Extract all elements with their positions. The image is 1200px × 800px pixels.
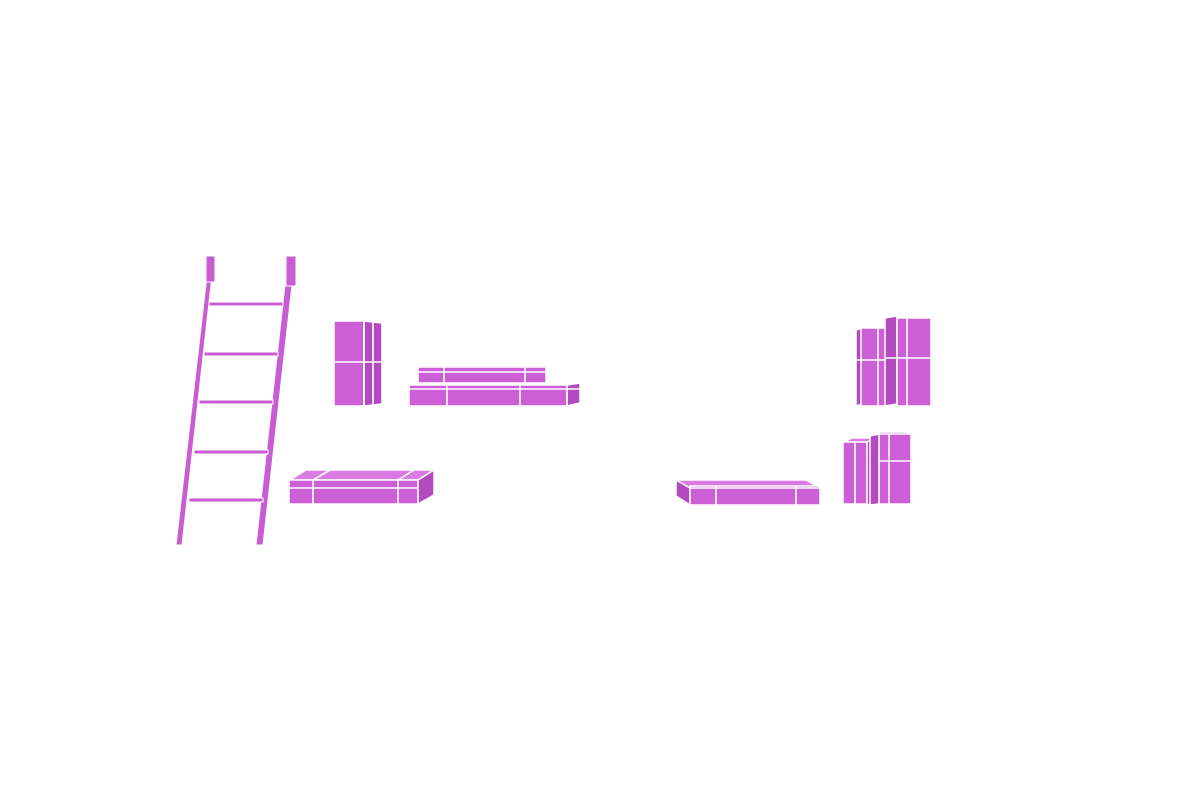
- flat-box-stack: [408, 366, 581, 407]
- upright-box-pair-bottom: [842, 431, 912, 507]
- box-side: [417, 468, 435, 506]
- box-strap: [312, 469, 331, 481]
- box-face: [333, 320, 365, 407]
- ladder-rung: [198, 399, 274, 405]
- box-side: [869, 433, 880, 506]
- flat-box-right: [673, 478, 823, 507]
- upright-box-pair-top: [855, 315, 932, 408]
- ladder-right-cap: [285, 255, 297, 287]
- box-face: [689, 485, 821, 506]
- ladder: [175, 255, 297, 546]
- upright-box: [333, 320, 383, 407]
- ladder-rung: [208, 301, 284, 307]
- ladder-rung: [203, 351, 279, 357]
- box-face: [408, 384, 568, 407]
- box-face: [878, 433, 912, 505]
- flat-box-left: [287, 468, 437, 506]
- box-strap: [397, 469, 415, 481]
- box-side: [884, 315, 898, 407]
- ladder-rung: [193, 449, 269, 455]
- ladder-rung: [188, 497, 264, 503]
- box-face: [896, 317, 932, 407]
- box-face: [417, 366, 547, 384]
- box-side: [566, 382, 581, 407]
- ladder-left-cap: [205, 255, 216, 283]
